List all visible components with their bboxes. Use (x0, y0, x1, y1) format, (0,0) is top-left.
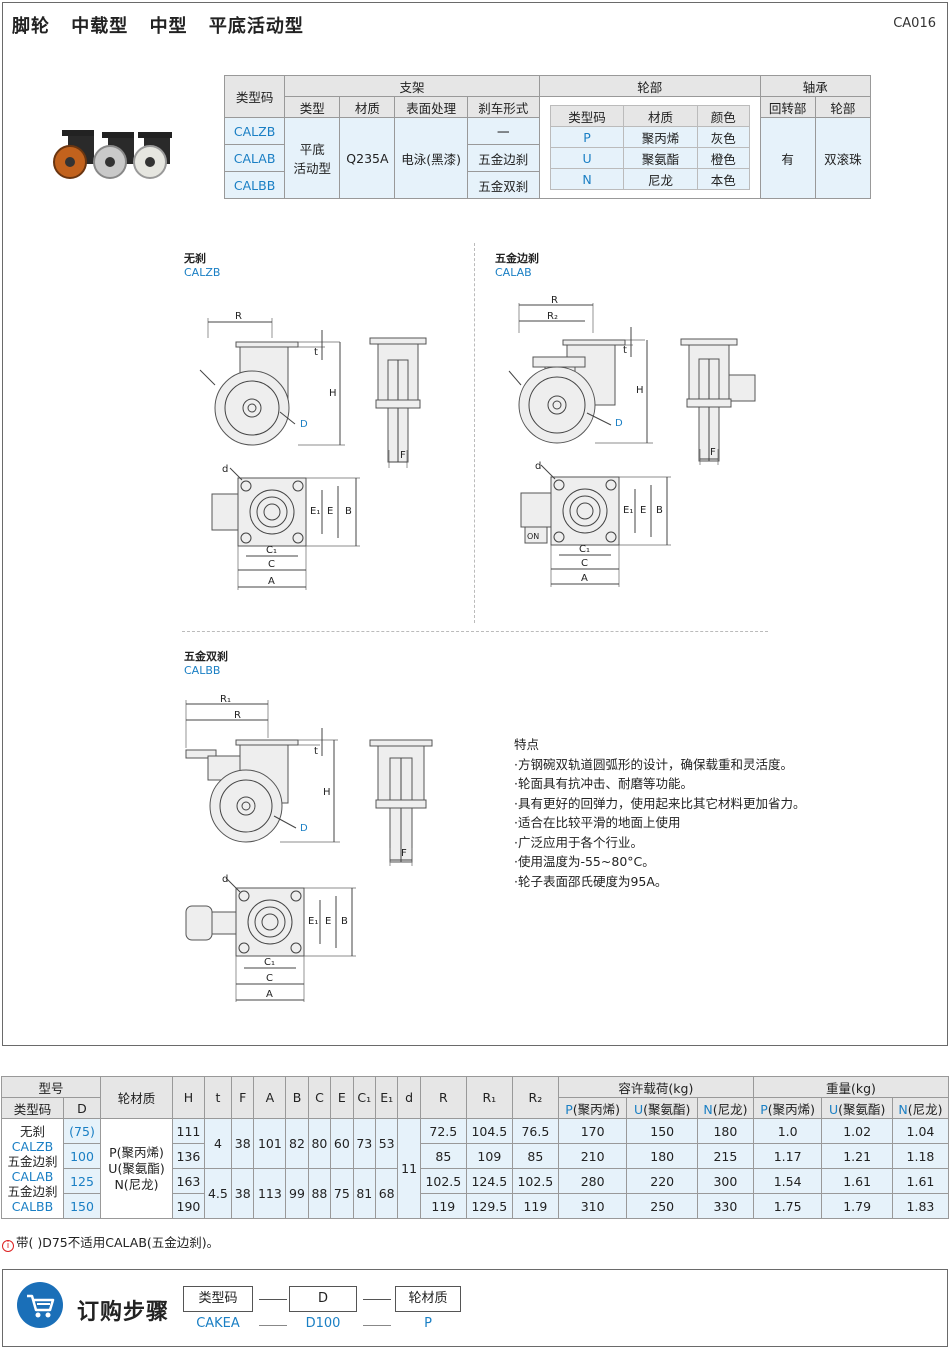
svg-text:H: H (323, 787, 331, 798)
type-cell: 无刹 CALZB 五金边刹 CALAB 五金边刹 CALBB (1, 1118, 64, 1219)
svg-text:t: t (314, 746, 318, 757)
svg-text:C₁: C₁ (266, 545, 277, 556)
svg-text:R₁: R₁ (220, 694, 231, 705)
svg-text:E: E (640, 505, 646, 516)
order-value-d: D100 (305, 1316, 341, 1331)
order-dash (363, 1299, 391, 1300)
order-box-d: D (289, 1286, 357, 1312)
order-title: 订购步骤 (77, 1300, 170, 1325)
order-value-type-code: CAKEA (196, 1316, 240, 1331)
table-row: 125 163 4.5 38 113 99 88 75 81 68 102.5 … (2, 1168, 950, 1219)
svg-text:D: D (300, 419, 308, 430)
svg-text:t: t (314, 347, 318, 358)
svg-text:R: R (235, 311, 242, 322)
catalog-code: CA016 (893, 16, 936, 31)
svg-text:d: d (222, 874, 228, 885)
wheel-subtable-cell: 类型码 材质 颜色 P 聚丙烯 灰色 U 聚氨酯 橙色 N 尼龙 本色 (538, 96, 761, 199)
svg-text:R: R (551, 295, 558, 306)
order-dash (259, 1299, 287, 1300)
dimensions-table: 型号 轮材质 H t F A B C E C₁ E₁ d R R₁ R₂ 容许载… (1, 1076, 950, 1219)
svg-text:A: A (266, 989, 273, 1000)
svg-text:E₁: E₁ (308, 916, 318, 927)
page-frame (2, 2, 948, 1046)
order-box-wheel-material: 轮材质 (395, 1286, 461, 1312)
svg-text:d: d (222, 464, 228, 475)
drawing-divider-vertical (474, 243, 475, 623)
features-list: 特点 ·方钢碗双轨道圆弧形的设计，确保载重和灵活度。 ·轮面具有抗冲击、耐磨等功… (514, 737, 806, 889)
info-icon: i (2, 1240, 14, 1252)
svg-text:d: d (535, 461, 541, 472)
order-steps: 订购步骤 类型码 D 轮材质 CAKEA D100 P (2, 1269, 948, 1347)
svg-text:R₂: R₂ (547, 311, 558, 322)
svg-text:H: H (329, 388, 337, 399)
drawing-divider-horizontal (182, 631, 768, 632)
order-dash (259, 1325, 287, 1326)
drawing-calab: R R₂ H t D F ON d B E E₁ C₁ C A (508, 295, 756, 587)
table-row: 无刹 CALZB 五金边刹 CALAB 五金边刹 CALBB (75) P(聚丙… (1, 1118, 950, 1219)
svg-text:E₁: E₁ (623, 505, 633, 516)
svg-text:F: F (710, 447, 716, 458)
svg-text:C: C (268, 559, 275, 570)
spec-table: 类型码 支架 轮部 轴承 类型 材质 表面处理 刹车形式 类型码 材质 颜色 P… (223, 75, 872, 199)
svg-text:E: E (325, 916, 331, 927)
wheel-material-cell: P(聚丙烯) U(聚氨酯) N(尼龙) (100, 1118, 173, 1219)
svg-text:F: F (400, 450, 406, 461)
table-row: 100 136 85 109 85 210 180 215 1.17 1.21 … (2, 1143, 950, 1169)
svg-text:A: A (268, 576, 275, 587)
svg-text:ON: ON (527, 532, 539, 541)
drawing-calbb: R₁ R H t D F d B E E₁ C₁ C A (185, 694, 433, 1002)
order-box-type-code: 类型码 (183, 1286, 253, 1312)
page-title: 脚轮 中载型 中型 平底活动型 (12, 16, 304, 37)
svg-text:C₁: C₁ (579, 544, 590, 555)
svg-text:D: D (300, 823, 308, 834)
svg-text:B: B (341, 916, 348, 927)
svg-text:B: B (345, 506, 352, 517)
order-value-wheel-material: P (424, 1316, 432, 1331)
svg-text:t: t (623, 345, 627, 356)
svg-text:B: B (656, 505, 663, 516)
svg-text:E₁: E₁ (310, 506, 320, 517)
product-image (53, 130, 172, 179)
svg-text:F: F (401, 848, 407, 859)
drawing-label-calzb: 无刹 CALZB (184, 252, 221, 279)
svg-text:C: C (266, 973, 273, 984)
order-dash (363, 1325, 391, 1326)
cart-icon (17, 1282, 63, 1328)
svg-text:H: H (636, 385, 644, 396)
drawing-label-calbb: 五金双刹 CALBB (184, 650, 228, 677)
svg-text:E: E (327, 506, 333, 517)
svg-text:A: A (581, 573, 588, 584)
svg-text:C: C (581, 558, 588, 569)
drawing-label-calab: 五金边刹 CALAB (495, 252, 539, 279)
drawing-calzb: R H t D F d B E E₁ C₁ C A (199, 311, 427, 590)
wheel-subtable: 类型码 材质 颜色 P 聚丙烯 灰色 U 聚氨酯 橙色 N 尼龙 本色 (549, 105, 750, 190)
svg-text:C₁: C₁ (264, 957, 275, 968)
svg-text:D: D (615, 418, 623, 429)
svg-text:R: R (234, 710, 241, 721)
table-row: 150 190 119 129.5 119 310 250 330 1.75 1… (2, 1193, 950, 1219)
